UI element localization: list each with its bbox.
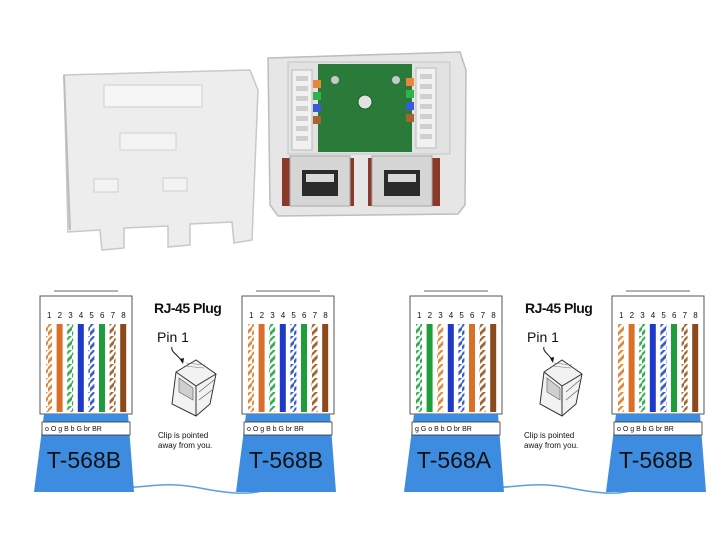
wire-brown: [322, 324, 328, 412]
plug-title: RJ-45 Plug: [525, 300, 592, 316]
wire-white-orange: [437, 324, 443, 412]
wire-white-green: [639, 324, 645, 412]
clip-note-line1: Clip is pointed: [158, 431, 208, 440]
wire-white-brown: [312, 324, 318, 412]
pin-number: 1: [619, 311, 624, 320]
pin-number: 3: [270, 311, 275, 320]
pin-number: 8: [323, 311, 328, 320]
pin-number: 8: [491, 311, 496, 320]
wire-white-brown: [682, 324, 688, 412]
pin-number: 6: [470, 311, 475, 320]
plug-illustration-left: RJ-45 Plug Pin 1 Clip is pointed away fr…: [154, 300, 221, 450]
rj45-plug-icon: [540, 360, 582, 416]
pin-number: 6: [672, 311, 677, 320]
wire-white-blue: [660, 324, 666, 412]
connector-frame: [40, 296, 132, 414]
pin-number: 5: [661, 311, 666, 320]
wire-green: [301, 324, 307, 412]
pin-number: 5: [89, 311, 94, 320]
clip-note-line1: Clip is pointed: [524, 431, 574, 440]
pin-number: 2: [260, 311, 265, 320]
pin-number: 2: [428, 311, 433, 320]
standard-label: T-568A: [417, 447, 492, 473]
pin-number: 8: [693, 311, 698, 320]
connector-frame: [612, 296, 704, 414]
pin1-label: Pin 1: [157, 329, 189, 345]
wire-white-orange: [46, 324, 52, 412]
wire-white-green: [416, 324, 422, 412]
pin-number: 7: [313, 311, 318, 320]
wire-green: [427, 324, 433, 412]
wire-white-green: [67, 324, 73, 412]
standard-label: T-568B: [47, 447, 121, 473]
clip-note-line2: away from you.: [158, 441, 212, 450]
connector-frame: [410, 296, 502, 414]
wire-white-green: [269, 324, 275, 412]
wire-blue: [650, 324, 656, 412]
pin-number: 3: [438, 311, 443, 320]
pin-number: 3: [68, 311, 73, 320]
pin-number: 2: [58, 311, 63, 320]
plug-illustration-right: RJ-45 Plug Pin 1 Clip is pointed away fr…: [524, 300, 592, 450]
wire-white-orange: [248, 324, 254, 412]
wire-brown: [692, 324, 698, 412]
wire-orange: [57, 324, 63, 412]
pin-number: 1: [249, 311, 254, 320]
wire-blue: [280, 324, 286, 412]
color-code-label: o O g B b G br BR: [617, 426, 674, 433]
wire-brown: [120, 324, 126, 412]
connector-frame: [242, 296, 334, 414]
wire-white-orange: [618, 324, 624, 412]
standard-label: T-568B: [619, 447, 693, 473]
pin-number: 7: [683, 311, 688, 320]
pin-number: 4: [281, 311, 286, 320]
wire-blue: [448, 324, 454, 412]
wire-white-blue: [290, 324, 296, 412]
pin-number: 6: [302, 311, 307, 320]
pin-number: 4: [651, 311, 656, 320]
pin-number: 1: [47, 311, 52, 320]
wire-green: [671, 324, 677, 412]
wire-brown: [490, 324, 496, 412]
color-code-label: o O g B b G br BR: [45, 426, 102, 433]
pin-number: 2: [630, 311, 635, 320]
wire-orange: [469, 324, 475, 412]
wire-blue: [78, 324, 84, 412]
wire-white-blue: [88, 324, 94, 412]
wire-white-brown: [480, 324, 486, 412]
rj45-plug-icon: [172, 360, 216, 416]
pin-number: 5: [459, 311, 464, 320]
pin-number: 4: [449, 311, 454, 320]
wire-green: [99, 324, 105, 412]
pin-number: 4: [79, 311, 84, 320]
pin-number: 8: [121, 311, 126, 320]
color-code-label: o O g B b G br BR: [247, 426, 304, 433]
pin-number: 3: [640, 311, 645, 320]
standard-label: T-568B: [249, 447, 323, 473]
pin1-label: Pin 1: [527, 329, 559, 345]
pin-number: 1: [417, 311, 422, 320]
clip-note-line2: away from you.: [524, 441, 578, 450]
pin-number: 7: [111, 311, 116, 320]
pin-number: 5: [291, 311, 296, 320]
wire-orange: [629, 324, 635, 412]
wire-white-blue: [458, 324, 464, 412]
color-code-label: g G o B b O br BR: [415, 426, 472, 433]
pin-number: 7: [481, 311, 486, 320]
wire-orange: [259, 324, 265, 412]
pin-number: 6: [100, 311, 105, 320]
plug-title: RJ-45 Plug: [154, 300, 221, 316]
wire-white-brown: [110, 324, 116, 412]
